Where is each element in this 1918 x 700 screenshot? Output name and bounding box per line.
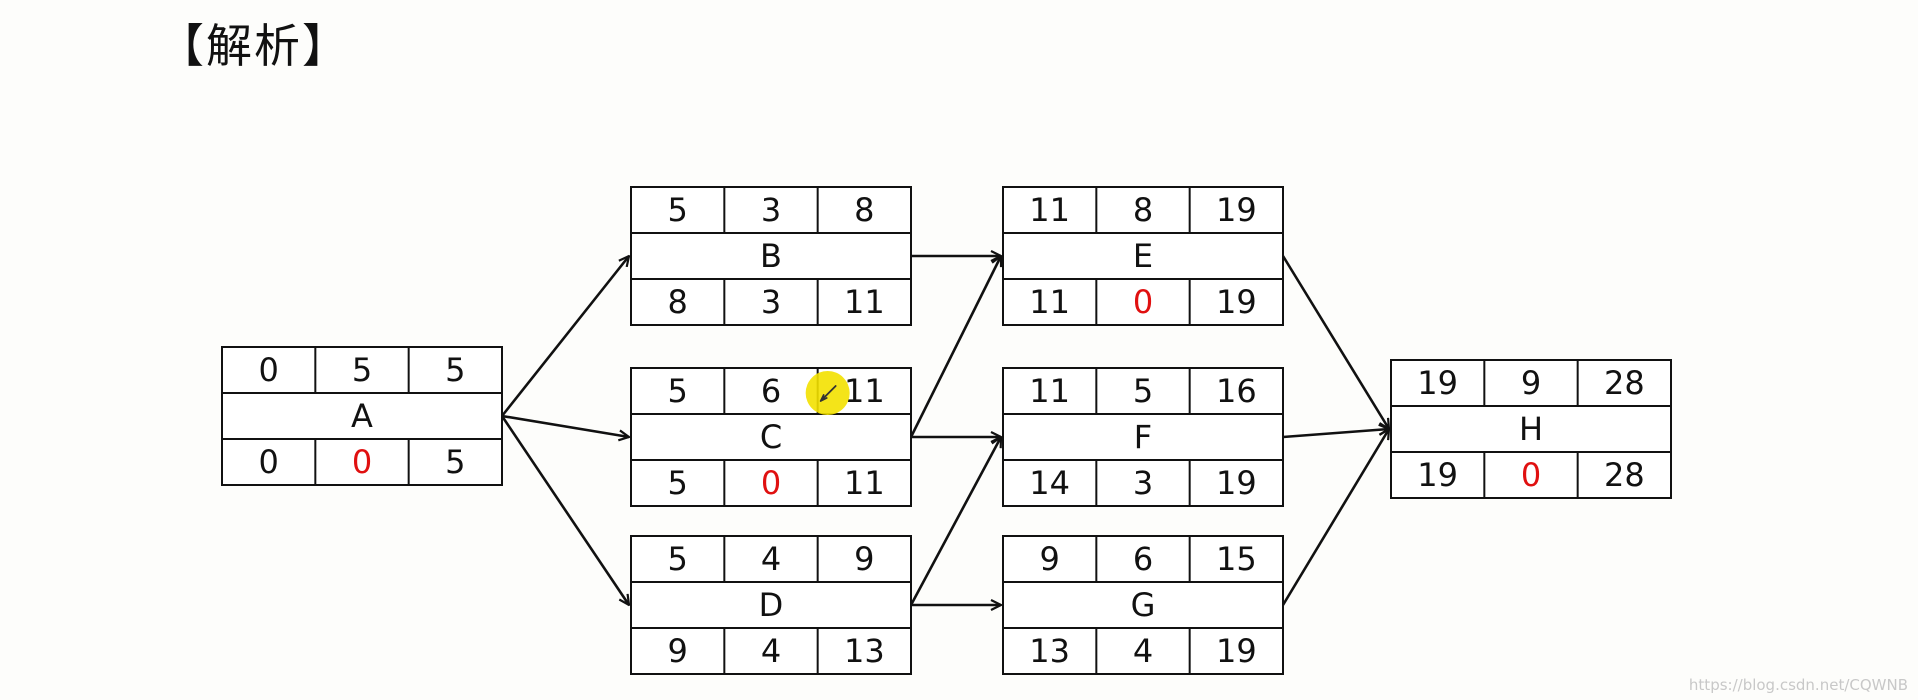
node-A-name: A	[351, 397, 373, 435]
node-B-es: 5	[667, 191, 687, 229]
nodes-layer: 005055A5833811B55601111C5944913D11118019…	[221, 186, 1672, 675]
node-H-duration: 9	[1521, 364, 1541, 402]
node-A-duration: 5	[352, 351, 372, 389]
node-G-slack: 4	[1133, 632, 1153, 670]
node-D-ef: 9	[854, 540, 874, 578]
node-box	[1002, 367, 1284, 507]
node-B: 5 8 3 3 8 11 B	[630, 186, 912, 326]
edge-E-H	[1281, 255, 1389, 429]
node-C-es: 5	[667, 372, 687, 410]
node-C-name: C	[760, 418, 782, 456]
node-E-slack: 0	[1133, 283, 1153, 321]
node-G: 9 13 6 4 15 19 G	[1002, 535, 1284, 675]
node-D-slack: 4	[761, 632, 781, 670]
pen-icon	[819, 385, 837, 402]
node-F-es: 11	[1029, 372, 1070, 410]
node-F-duration: 5	[1133, 372, 1153, 410]
node-F-name: F	[1134, 418, 1152, 456]
node-E-name: E	[1133, 237, 1153, 275]
edge-G-H	[1281, 429, 1389, 606]
page-title: 【解析】	[158, 19, 350, 73]
node-H-slack: 0	[1521, 456, 1541, 494]
node-E-es: 11	[1029, 191, 1070, 229]
node-box	[630, 535, 912, 675]
node-D-lf: 13	[844, 632, 885, 670]
node-H-es: 19	[1417, 364, 1458, 402]
node-box	[1002, 186, 1284, 326]
edge-A-C	[501, 414, 629, 437]
node-H-ls: 19	[1417, 456, 1458, 494]
node-D-name: D	[759, 586, 784, 624]
node-C-ef: 11	[844, 372, 885, 410]
node-box	[630, 186, 912, 326]
node-F-ef: 16	[1216, 372, 1257, 410]
edge-D-F	[909, 437, 1001, 606]
node-A-slack: 0	[352, 443, 372, 481]
node-G-es: 9	[1039, 540, 1059, 578]
node-A-lf: 5	[445, 443, 465, 481]
node-C-slack: 0	[761, 464, 781, 502]
node-E-duration: 8	[1133, 191, 1153, 229]
node-E-lf: 19	[1216, 283, 1257, 321]
node-A-es: 0	[258, 351, 278, 389]
node-box	[1390, 359, 1672, 499]
node-A-ls: 0	[258, 443, 278, 481]
node-G-ls: 13	[1029, 632, 1070, 670]
node-B-name: B	[760, 237, 782, 275]
node-E-ef: 19	[1216, 191, 1257, 229]
edge-A-D	[500, 415, 629, 605]
node-C-ls: 5	[667, 464, 687, 502]
edge-A-B	[500, 256, 629, 417]
edges-layer	[500, 255, 1389, 606]
node-B-duration: 3	[761, 191, 781, 229]
node-D-duration: 4	[761, 540, 781, 578]
node-H-ef: 28	[1604, 364, 1645, 402]
cursor-layer	[805, 371, 850, 415]
node-B-ls: 8	[667, 283, 687, 321]
node-H-lf: 28	[1604, 456, 1645, 494]
edge-F-H	[1282, 429, 1389, 439]
node-F-ls: 14	[1029, 464, 1070, 502]
node-G-name: G	[1131, 586, 1156, 624]
node-C-duration: 6	[761, 372, 781, 410]
node-B-lf: 11	[844, 283, 885, 321]
node-F-lf: 19	[1216, 464, 1257, 502]
node-H-name: H	[1519, 410, 1543, 448]
node-B-slack: 3	[761, 283, 781, 321]
node-box	[630, 367, 912, 507]
node-G-duration: 6	[1133, 540, 1153, 578]
node-D-es: 5	[667, 540, 687, 578]
edge-C-E	[909, 256, 1003, 438]
node-E-ls: 11	[1029, 283, 1070, 321]
node-G-lf: 19	[1216, 632, 1257, 670]
node-C-lf: 11	[844, 464, 885, 502]
node-F: 11 14 5 3 16 19 F	[1002, 367, 1284, 507]
node-F-slack: 3	[1133, 464, 1153, 502]
node-box	[1002, 535, 1284, 675]
node-box	[221, 346, 503, 486]
watermark: https://blog.csdn.net/CQWNB	[1688, 676, 1908, 694]
node-G-ef: 15	[1216, 540, 1257, 578]
node-A-ef: 5	[445, 351, 465, 389]
node-D: 5 9 4 4 9 13 D	[630, 535, 912, 675]
node-B-ef: 8	[854, 191, 874, 229]
node-D-ls: 9	[667, 632, 687, 670]
